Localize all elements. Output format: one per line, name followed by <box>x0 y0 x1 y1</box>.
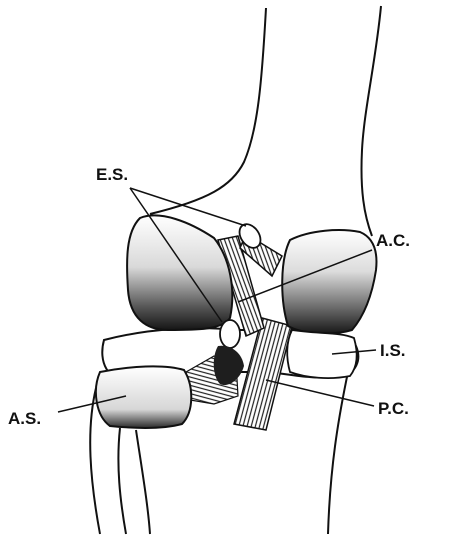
label-as: A.S. <box>8 409 41 428</box>
label-es: E.S. <box>96 165 128 184</box>
pc-leader <box>266 380 374 406</box>
cruciate-round-end <box>220 320 240 348</box>
femur-right-edge <box>361 6 381 236</box>
label-is: I.S. <box>380 341 406 360</box>
articular-surface-block <box>96 366 191 428</box>
femur-left-edge <box>150 8 266 214</box>
tibia-left-edge <box>136 430 150 534</box>
femur-outline <box>150 6 381 236</box>
label-pc: P.C. <box>378 399 409 418</box>
fibula-inner-edge <box>118 428 126 534</box>
interarticular-segment <box>287 330 356 378</box>
label-ac: A.C. <box>376 231 410 250</box>
right-femoral-condyle <box>282 230 376 333</box>
